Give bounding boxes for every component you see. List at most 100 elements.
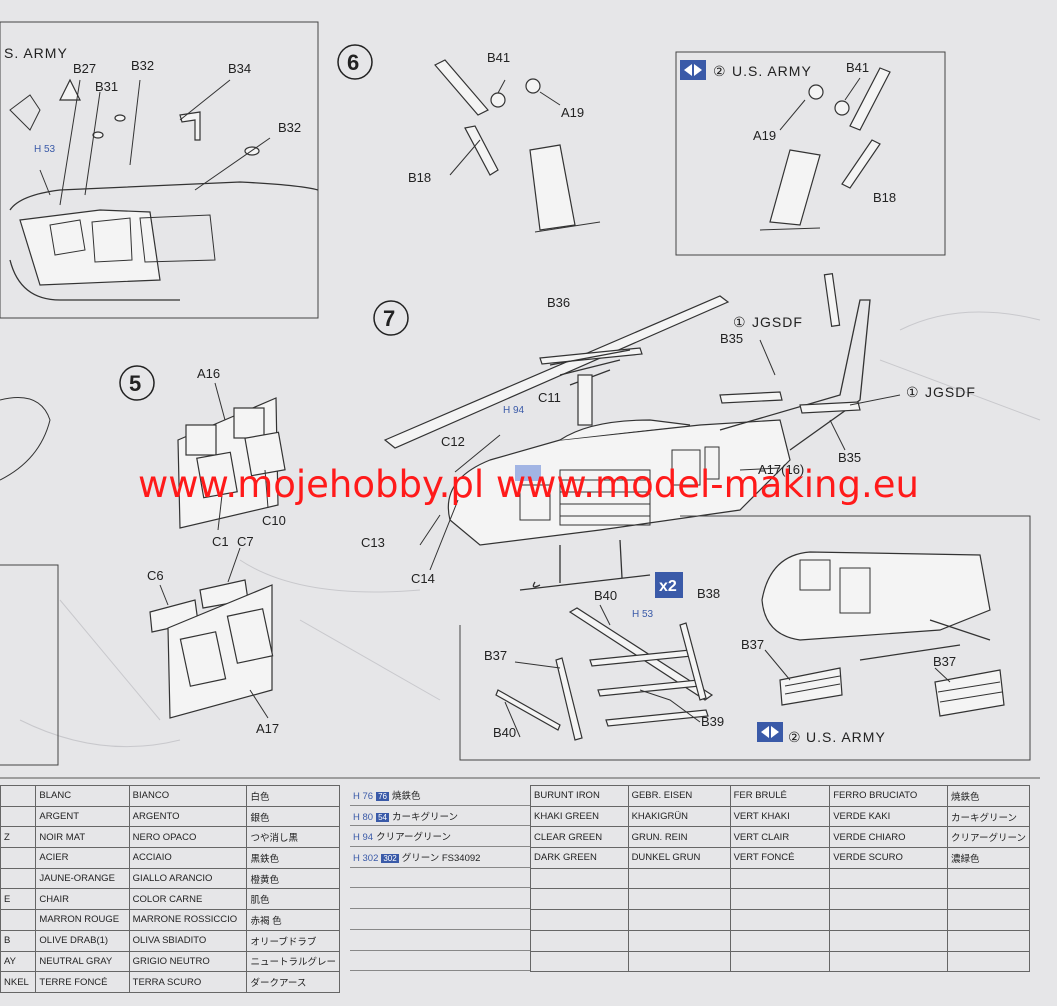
paint-name: カーキグリーン — [391, 811, 459, 823]
paint-cell-empty — [729, 950, 831, 973]
paint-cell: CHAIR — [35, 888, 130, 911]
paint-cell-empty — [627, 929, 731, 952]
paint-cell: ARGENT — [35, 805, 130, 828]
label-B34: B34 — [228, 61, 251, 76]
label-B32a: B32 — [131, 58, 154, 73]
paint-cell-empty — [947, 909, 1030, 931]
paint-cell-empty — [829, 888, 949, 911]
paint-cell-empty — [829, 909, 949, 931]
paint-cell-empty — [729, 909, 831, 931]
label-B37c: B37 — [933, 654, 956, 669]
paint-cell: VERT FONCÉ — [729, 847, 831, 869]
paint-cell: DARK GREEN — [530, 847, 629, 869]
label-B32b: B32 — [278, 120, 301, 135]
paint-cell-empty — [627, 888, 731, 911]
label-B18a: B18 — [408, 170, 431, 185]
paint-cell — [0, 867, 37, 890]
hobby-code: H 302 — [353, 852, 379, 864]
paint-cell-empty — [947, 929, 1030, 952]
paint-cell: GEBR. EISEN — [627, 785, 731, 807]
paint-cell-empty — [947, 867, 1030, 890]
paint-cell: VERT CLAIR — [729, 826, 831, 849]
paint-cell — [0, 805, 37, 828]
paint-cell: DUNKEL GRUN — [627, 847, 731, 869]
paint-cell: 銀色 — [246, 805, 340, 828]
label-C14: C14 — [411, 571, 435, 586]
paint-cell-empty — [829, 950, 949, 973]
paint-cell: BLANC — [35, 785, 130, 807]
paint-cell-empty — [350, 950, 530, 972]
paint-cell: CLEAR GREEN — [530, 826, 629, 849]
paint-cell: TERRA SCURO — [128, 971, 248, 993]
step6-number: 6 — [347, 50, 359, 75]
label-C10: C10 — [262, 513, 286, 528]
paint-cell: OLIVE DRAB(1) — [35, 929, 130, 952]
label-C12: C12 — [441, 434, 465, 449]
label-B38: B38 — [697, 586, 720, 601]
step7-number: 7 — [383, 306, 395, 331]
army-label-inset6-text: U.S. ARMY — [732, 63, 812, 79]
label-A19a: A19 — [561, 105, 584, 120]
label-A16: A16 — [197, 366, 220, 381]
label-C7: C7 — [237, 534, 254, 549]
paint-cell-empty — [627, 867, 731, 890]
paint-cell-empty — [947, 888, 1030, 911]
label-C13: C13 — [361, 535, 385, 550]
paint-cell: FER BRULÉ — [729, 785, 831, 807]
step6-inset: ② U.S. ARMY B41 A19 B18 — [675, 51, 946, 256]
label-B41a: B41 — [487, 50, 510, 65]
paint-cell-empty — [947, 950, 1030, 973]
label-C1: C1 — [212, 534, 229, 549]
paint-cell: 黒鉄色 — [246, 847, 340, 869]
jgsdf-num-1: ① — [733, 314, 747, 330]
paint-cell: NKEL — [0, 971, 37, 993]
paint-cell: E — [0, 888, 37, 911]
paint-cell-empty — [829, 929, 949, 952]
paint-cell: MARRON ROUGE — [35, 909, 130, 931]
step7-steps-inset: x2 ② U.S. ARMY B40 H 53 B38 B37 B40 B39 … — [459, 515, 1031, 761]
label-B36: B36 — [547, 295, 570, 310]
label-B27: B27 — [73, 61, 96, 76]
step6: 6 B41 A19 B18 — [337, 44, 601, 233]
paint-cell-empty — [530, 929, 629, 952]
paint-badge: 76 — [376, 791, 389, 801]
paint-cell: 焼鉄色 — [947, 785, 1030, 807]
paint-cell-empty — [530, 950, 629, 973]
paint-cell: ACIER — [35, 847, 130, 869]
army-num-inset7: ② — [788, 729, 802, 745]
paint-cell: GIALLO ARANCIO — [128, 867, 248, 890]
paint-cell: GRUN. REIN — [627, 826, 731, 849]
step4-box: S. ARMY B27 B31 B32 B34 B32 H 53 — [0, 21, 319, 319]
paint-cell: ACCIAIO — [128, 847, 248, 869]
paint-cell: ダークアース — [246, 971, 340, 993]
paint-cell: クリアーグリーン — [947, 826, 1030, 849]
paint-cell: KHAKIGRÜN — [627, 805, 731, 828]
label-B35a: B35 — [720, 331, 743, 346]
paint-cell-empty — [530, 867, 629, 890]
jgsdf-label-2: JGSDF — [925, 384, 976, 400]
paint-cell: 肌色 — [246, 888, 340, 911]
paint-cell: ARGENTO — [128, 805, 248, 828]
label-B40b: B40 — [493, 725, 516, 740]
paint-cell: JAUNE-ORANGE — [35, 867, 130, 890]
paint-cell: AY — [0, 950, 37, 973]
paint-cell: Z — [0, 826, 37, 849]
paint-cell: COLOR CARNE — [128, 888, 248, 911]
paint-cell: VERT KHAKI — [729, 805, 831, 828]
label-C6: C6 — [147, 568, 164, 583]
